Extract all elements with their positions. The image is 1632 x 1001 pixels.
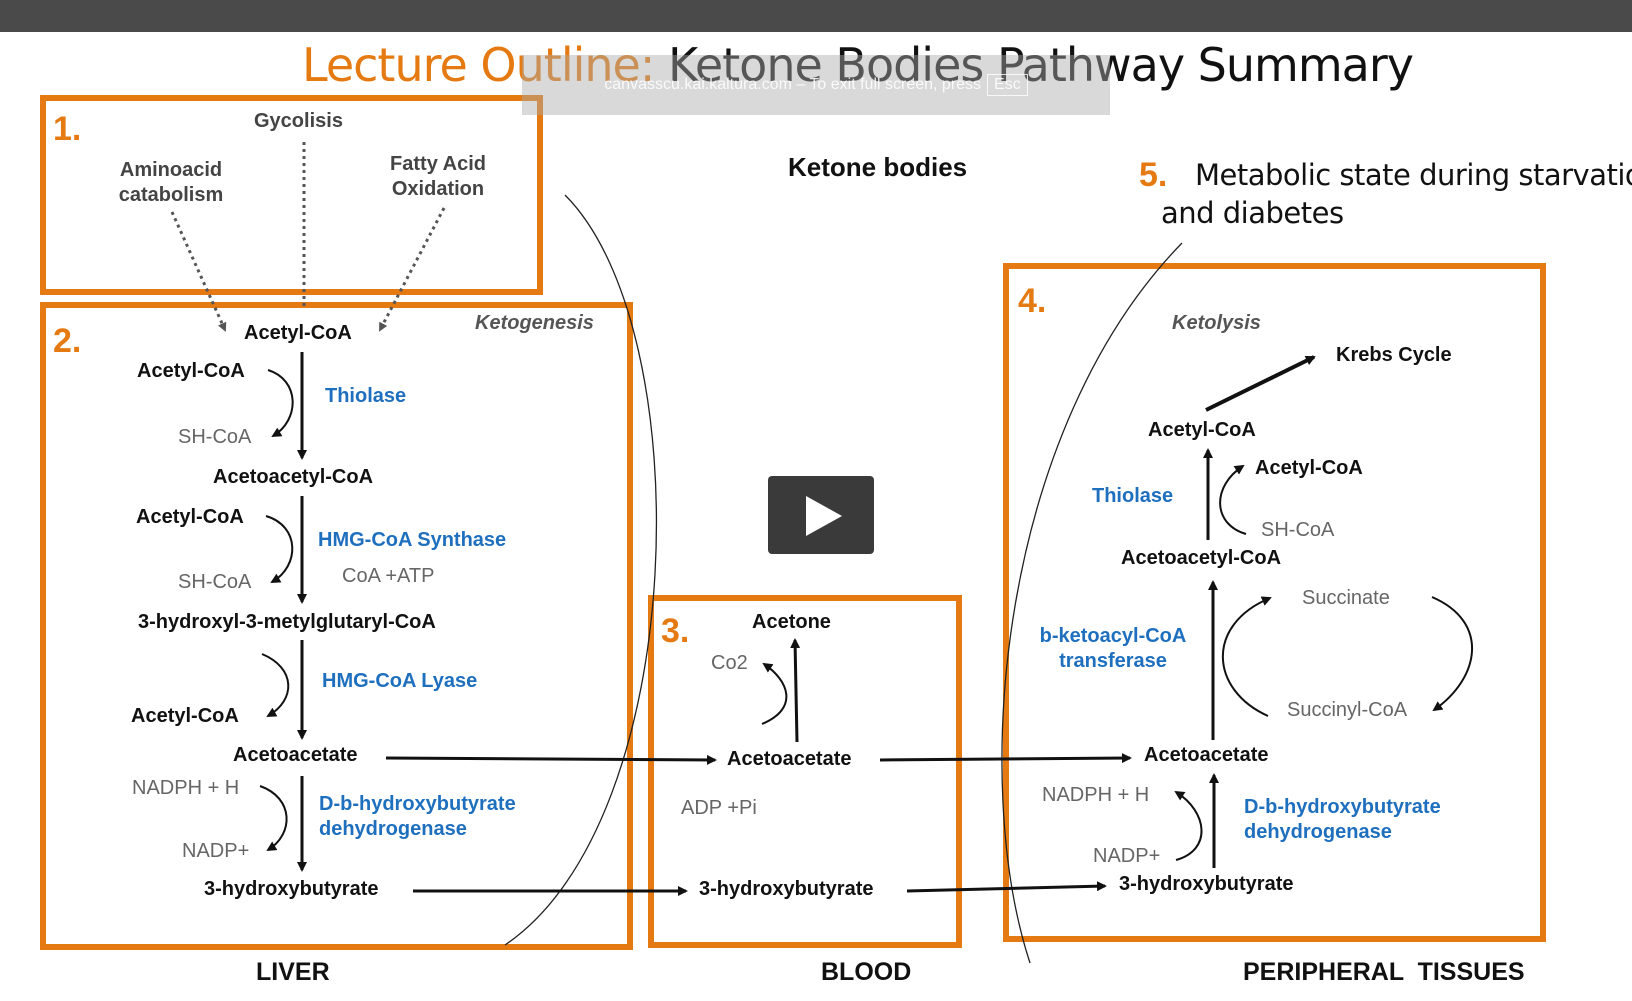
hydroxybutyrate-liver: 3-hydroxybutyrate — [204, 878, 379, 900]
ketolysis-label: Ketolysis — [1172, 312, 1261, 334]
curve-tissue-nadph — [1174, 790, 1203, 861]
enzyme-hmg-lyase: HMG-CoA Lyase — [322, 670, 478, 692]
curve-acetyl-1 — [267, 369, 294, 438]
sh-coa-1: SH-CoA — [178, 426, 252, 448]
note5-number: 5. — [1139, 156, 1168, 194]
sh-coa-tissue: SH-CoA — [1261, 519, 1335, 541]
box-3 — [648, 595, 962, 948]
hmg-coa: 3-hydroxyl-3-metylglutaryl-CoA — [138, 611, 436, 633]
fullscreen-notice-text: canvasscu.kai.kaltura.com – To exit full… — [604, 76, 982, 93]
divider-curve-liver — [504, 194, 658, 946]
label-blood: BLOOD — [821, 958, 912, 986]
succinate: Succinate — [1302, 587, 1390, 609]
curve-succinyl-left — [1222, 596, 1272, 717]
box-4 — [1003, 263, 1546, 942]
box3-number: 3. — [661, 612, 690, 650]
enzyme-dehydrogenase-tissue: D-b-hydroxybutyrate dehydrogenase — [1244, 796, 1441, 843]
sh-coa-2: SH-CoA — [178, 571, 252, 593]
note5-text-line1: Metabolic state during starvation — [1195, 158, 1632, 192]
arrow-blood-tissue-hydroxybutyrate — [906, 881, 1107, 893]
curve-co2 — [761, 662, 788, 725]
nadph-tissue: NADPH + H — [1042, 784, 1150, 806]
co2: Co2 — [711, 652, 748, 674]
input-fatty-acid: Fatty Acid Oxidation — [390, 153, 486, 200]
title-prefix: Lecture Outline: — [302, 38, 655, 92]
label-peripheral-tissues: PERIPHERAL TISSUES — [1243, 958, 1525, 986]
box-1 — [40, 95, 543, 295]
ketone-bodies-label: Ketone bodies — [788, 152, 968, 182]
play-icon — [806, 496, 842, 536]
krebs-cycle: Krebs Cycle — [1336, 344, 1452, 366]
box4-number: 4. — [1018, 282, 1047, 320]
arrow-liver-blood-acetoacetate — [385, 754, 717, 765]
acetyl-coa-1: Acetyl-CoA — [137, 360, 245, 382]
curve-nadph-2 — [259, 785, 288, 852]
nadp-liver: NADP+ — [182, 840, 250, 862]
nadp-tissue: NADP+ — [1093, 845, 1161, 867]
dotted-arrow-aminoacid — [170, 211, 227, 332]
coa-atp: CoA +ATP — [342, 565, 435, 587]
enzyme-thiolase-tissue: Thiolase — [1092, 485, 1174, 507]
adp-pi: ADP +Pi — [681, 797, 757, 819]
arrow-blood-tissue-acetoacetate — [879, 753, 1132, 764]
acetoacetate-blood: Acetoacetate — [727, 748, 852, 770]
hydroxybutyrate-blood: 3-hydroxybutyrate — [699, 878, 874, 900]
curve-acetyl-3 — [261, 653, 290, 717]
nadph-liver: NADPH + H — [132, 777, 240, 799]
fullscreen-notice: canvasscu.kai.kaltura.com – To exit full… — [522, 55, 1110, 115]
box-2 — [40, 302, 633, 950]
box1-number: 1. — [53, 110, 82, 148]
acetyl-coa-tissue-side: Acetyl-CoA — [1255, 457, 1363, 479]
acetoacetyl-coa-tissue: Acetoacetyl-CoA — [1121, 547, 1282, 569]
enzyme-hmg-synthase: HMG-CoA Synthase — [318, 529, 507, 551]
top-bar — [0, 0, 1632, 32]
title-main: Ketone Bodies Pathway Summary — [654, 38, 1414, 92]
dotted-arrow-fatty-acid — [378, 207, 446, 332]
box2-number: 2. — [53, 322, 82, 360]
acetyl-coa-tissue: Acetyl-CoA — [1148, 419, 1256, 441]
page-title: Lecture Outline: Ketone Bodies Pathway S… — [302, 32, 1414, 98]
play-button[interactable] — [768, 476, 874, 554]
ketogenesis-label: Ketogenesis — [475, 312, 594, 334]
enzyme-thiolase: Thiolase — [325, 385, 407, 407]
curve-tissue-acetyl — [1219, 464, 1247, 535]
input-glycolysis: Gycolisis — [254, 110, 343, 132]
note5-text-line2: and diabetes — [1161, 196, 1344, 230]
enzyme-transferase: b-ketoacyl-CoA transferase — [1039, 625, 1187, 672]
input-aminoacid: Aminoacid catabolism — [118, 159, 224, 206]
succinyl-coa: Succinyl-CoA — [1287, 699, 1408, 721]
acetoacetyl-coa: Acetoacetyl-CoA — [213, 466, 374, 488]
divider-curve-tissue — [1001, 242, 1183, 964]
acetyl-coa-top: Acetyl-CoA — [244, 322, 352, 344]
esc-key: Esc — [987, 74, 1028, 96]
acetoacetate-tissue: Acetoacetate — [1144, 744, 1269, 766]
acetyl-coa-2: Acetyl-CoA — [136, 506, 244, 528]
acetoacetate-liver: Acetoacetate — [233, 744, 358, 766]
hydroxybutyrate-tissue: 3-hydroxybutyrate — [1119, 873, 1294, 895]
acetyl-coa-3: Acetyl-CoA — [131, 705, 239, 727]
curve-succinate-right — [1431, 596, 1473, 712]
enzyme-dehydrogenase-liver: D-b-hydroxybutyrate dehydrogenase — [319, 793, 516, 840]
label-liver: LIVER — [256, 958, 330, 986]
arrow-krebs — [1205, 355, 1316, 412]
acetone: Acetone — [752, 611, 831, 633]
curve-acetyl-2 — [265, 515, 294, 583]
arrow-acetone — [790, 638, 801, 743]
